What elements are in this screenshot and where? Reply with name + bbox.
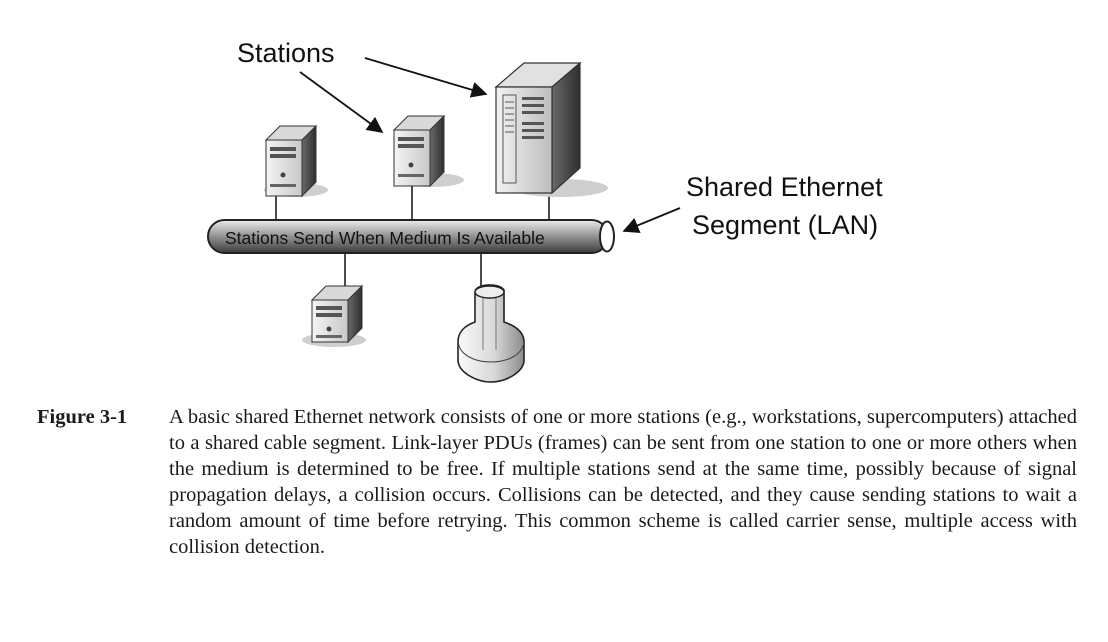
- stations-label: Stations: [237, 38, 335, 68]
- segment-label-line1: Shared Ethernet: [686, 172, 883, 202]
- figure-number: Figure 3-1: [37, 406, 128, 428]
- ethernet-cable: Stations Send When Medium Is Available: [207, 219, 615, 254]
- workstation-tower-icon: [264, 124, 328, 198]
- figure-caption-text: A basic shared Ethernet network consists…: [169, 406, 1077, 558]
- server-cabinet-icon: [494, 61, 608, 197]
- figure-caption: Figure 3-1 A basic shared Ethernet netwo…: [37, 404, 1077, 560]
- bus-label: Stations Send When Medium Is Available: [225, 228, 545, 248]
- segment-arrow: [622, 207, 681, 233]
- workstation-tower-icon: [392, 114, 464, 188]
- stations-arrow-to-server: [364, 57, 488, 98]
- stations-arrow-to-small-tower: [299, 71, 384, 133]
- ethernet-diagram: Stations Shared Ethernet Segment (LAN): [207, 38, 883, 383]
- cable-end: [599, 220, 615, 253]
- supercomputer-icon: [457, 284, 525, 383]
- segment-label-line2: Segment (LAN): [692, 210, 878, 240]
- workstation-tower-icon: [302, 284, 366, 347]
